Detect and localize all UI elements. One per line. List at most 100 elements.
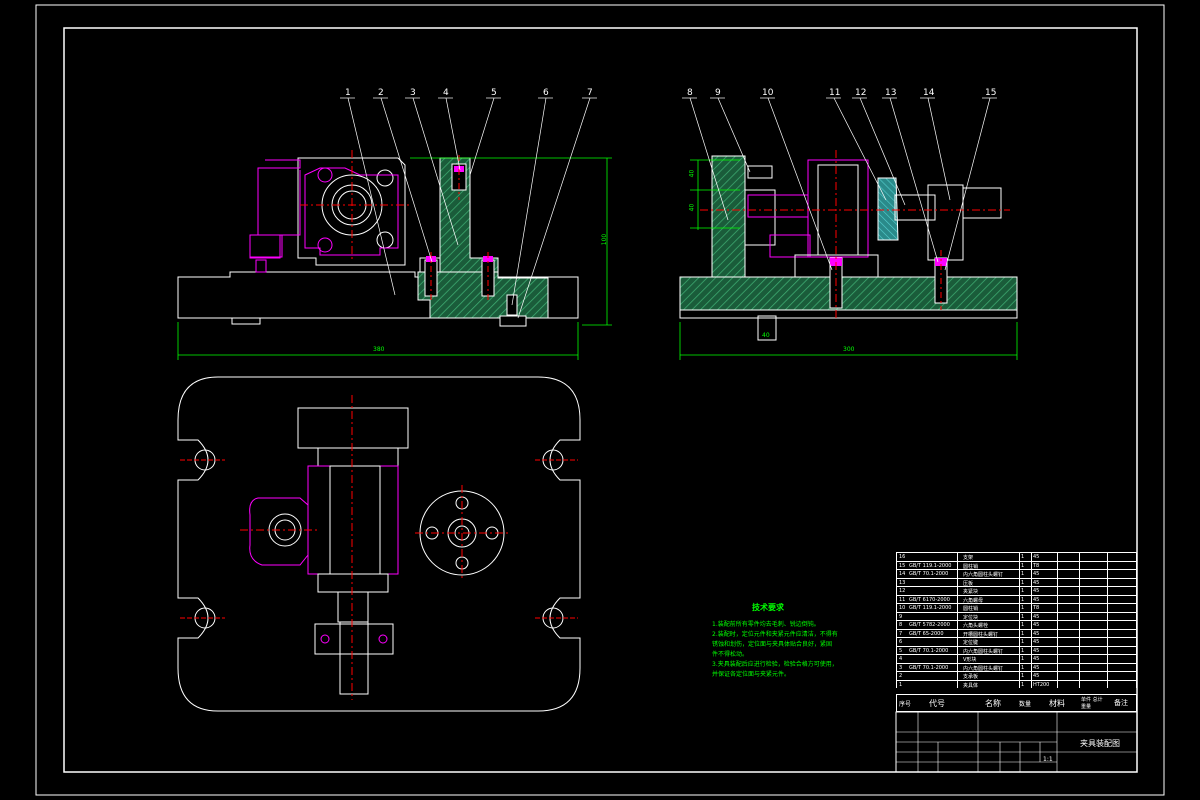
bom-cell-name: 六角螺母	[963, 597, 984, 604]
balloon-4: 4	[443, 88, 449, 98]
top-view	[177, 376, 581, 712]
balloon-6: 6	[543, 88, 549, 98]
bom-cell-qty: 1	[1021, 647, 1025, 654]
bom-cell-mat: 45	[1033, 647, 1040, 654]
bom-cell-no: 5	[899, 647, 903, 654]
bom-cell-no: 13	[899, 579, 906, 586]
balloon-3: 3	[410, 88, 416, 98]
bom-header-weight: 单件 总计 重量	[1081, 697, 1103, 710]
dim-side-width: 300	[843, 346, 855, 353]
bom-cell-mat: 45	[1033, 664, 1040, 671]
tech-requirements: 技术要求 1.装配前所有零件均去毛刺、锐边倒钝。2.装配时，定位元件和夹紧元件应…	[712, 602, 838, 679]
bom-cell-name: 内六角圆柱头螺钉	[963, 572, 1004, 578]
balloon-9: 9	[715, 88, 721, 98]
balloon-11: 11	[829, 88, 841, 98]
bom-cell-mat: 45	[1033, 656, 1040, 662]
bom-cell-no: 11	[899, 596, 906, 603]
bom-cell-name: 圆柱销	[963, 606, 979, 612]
tech-requirement-line: 并保证各定位面与夹紧元件。	[712, 671, 791, 678]
bom-cell-no: 2	[899, 673, 903, 679]
tech-requirement-line: 3.夹具装配后应进行检验，检验合格方可使用，	[712, 661, 838, 668]
bom-cell-qty: 1	[1021, 588, 1025, 594]
bom-cell-qty: 1	[1021, 613, 1025, 620]
balloon-15: 15	[985, 88, 997, 98]
bom-header-remark: 备注	[1114, 699, 1128, 707]
bom-cell-name: V形块	[963, 657, 977, 663]
bom-cell-name: 圆柱销	[963, 563, 979, 570]
bom-cell-code: GB/T 6170-2000	[909, 596, 950, 603]
bom-row: 5 GB/T 70.1-2000 内六角圆柱头螺钉 1 45	[896, 645, 1137, 655]
bom-cell-qty: 1	[1021, 630, 1025, 637]
balloon-14: 14	[923, 88, 935, 98]
bom-cell-name: 内六角圆柱头螺钉	[963, 648, 1004, 655]
bom-cell-qty: 1	[1021, 656, 1025, 662]
drawing-name: 夹具装配图	[1080, 739, 1120, 748]
bom-cell-qty: 1	[1021, 681, 1025, 688]
balloon-12: 12	[855, 88, 867, 98]
inner-frame	[63, 27, 1138, 773]
bom-cell-code: GB/T 5782-2000	[909, 622, 950, 628]
dim-side-b: 40	[688, 203, 696, 212]
tech-requirement-line: 锈蚀和划伤，定位面与夹具体贴合良好，紧固	[712, 641, 833, 648]
bom-cell-mat: HT200	[1033, 681, 1050, 688]
dim-base: 40	[762, 332, 770, 339]
tech-requirement-line: 2.装配时，定位元件和夹紧元件应清洁，不得有	[712, 631, 838, 638]
balloon-7: 7	[587, 88, 593, 98]
bom-cell-qty: 1	[1021, 554, 1025, 560]
bom-cell-name: 压板	[963, 580, 974, 587]
bom-cell-name: 支承板	[963, 674, 979, 680]
bom-cell-mat: 45	[1033, 673, 1040, 679]
balloon-8: 8	[687, 88, 693, 98]
balloon-5: 5	[491, 88, 497, 98]
bom-cell-no: 10	[899, 605, 906, 611]
bom-cell-mat: 45	[1033, 554, 1040, 560]
bom-cell-name: 夹具体	[963, 682, 979, 689]
balloon-2: 2	[378, 88, 384, 98]
bom-cell-qty: 1	[1021, 664, 1025, 671]
bom-cell-code: GB/T 119.1-2000	[909, 562, 952, 569]
bom-cell-name: 定位块	[963, 614, 979, 621]
bom-cell-code: GB/T 70.1-2000	[909, 647, 949, 654]
bom-row: 2 支承板 1 45	[896, 671, 1137, 680]
bom-header: 序号 代号 名称 数量 材料 单件 总计 重量 备注	[896, 694, 1137, 712]
front-view	[177, 97, 612, 360]
bom-cell-code: GB/T 65-2000	[909, 630, 944, 637]
bom-row: 4 V形块 1 45	[896, 654, 1137, 663]
bom-cell-mat: 45	[1033, 613, 1040, 620]
bom-cell-qty: 1	[1021, 673, 1025, 679]
dim-front-height: 100	[601, 233, 609, 246]
bom-cell-no: 7	[899, 630, 903, 637]
dim-front-width: 380	[373, 346, 385, 353]
bom-cell-name: 六角头螺栓	[963, 623, 989, 629]
bom-cell-qty: 1	[1021, 596, 1025, 603]
bom-cell-mat: T8	[1033, 605, 1040, 611]
bom-cell-name: 夹紧块	[963, 589, 979, 595]
tech-requirement-line: 件不得松动。	[712, 651, 749, 658]
bom-header-name: 名称	[985, 699, 1001, 708]
bom-cell-mat: 45	[1033, 571, 1040, 577]
bom-cell-code: GB/T 119.1-2000	[909, 605, 952, 611]
bom-cell-no: 3	[899, 664, 903, 671]
bom-cell-name: 开槽圆柱头螺钉	[963, 631, 999, 638]
bom-cell-no: 12	[899, 588, 906, 594]
bom-cell-mat: 45	[1033, 639, 1040, 645]
drawing-scale: 1:1	[1043, 756, 1053, 763]
tech-requirements-title: 技术要求	[752, 603, 784, 612]
bom-cell-no: 6	[899, 639, 903, 645]
bom-header-mat: 材料	[1049, 699, 1065, 708]
bom-cell-no: 14	[899, 571, 906, 577]
bom-cell-qty: 1	[1021, 562, 1025, 569]
bom-cell-no: 4	[899, 656, 903, 662]
bom-cell-qty: 1	[1021, 622, 1025, 628]
bom-cell-mat: T8	[1033, 562, 1040, 569]
